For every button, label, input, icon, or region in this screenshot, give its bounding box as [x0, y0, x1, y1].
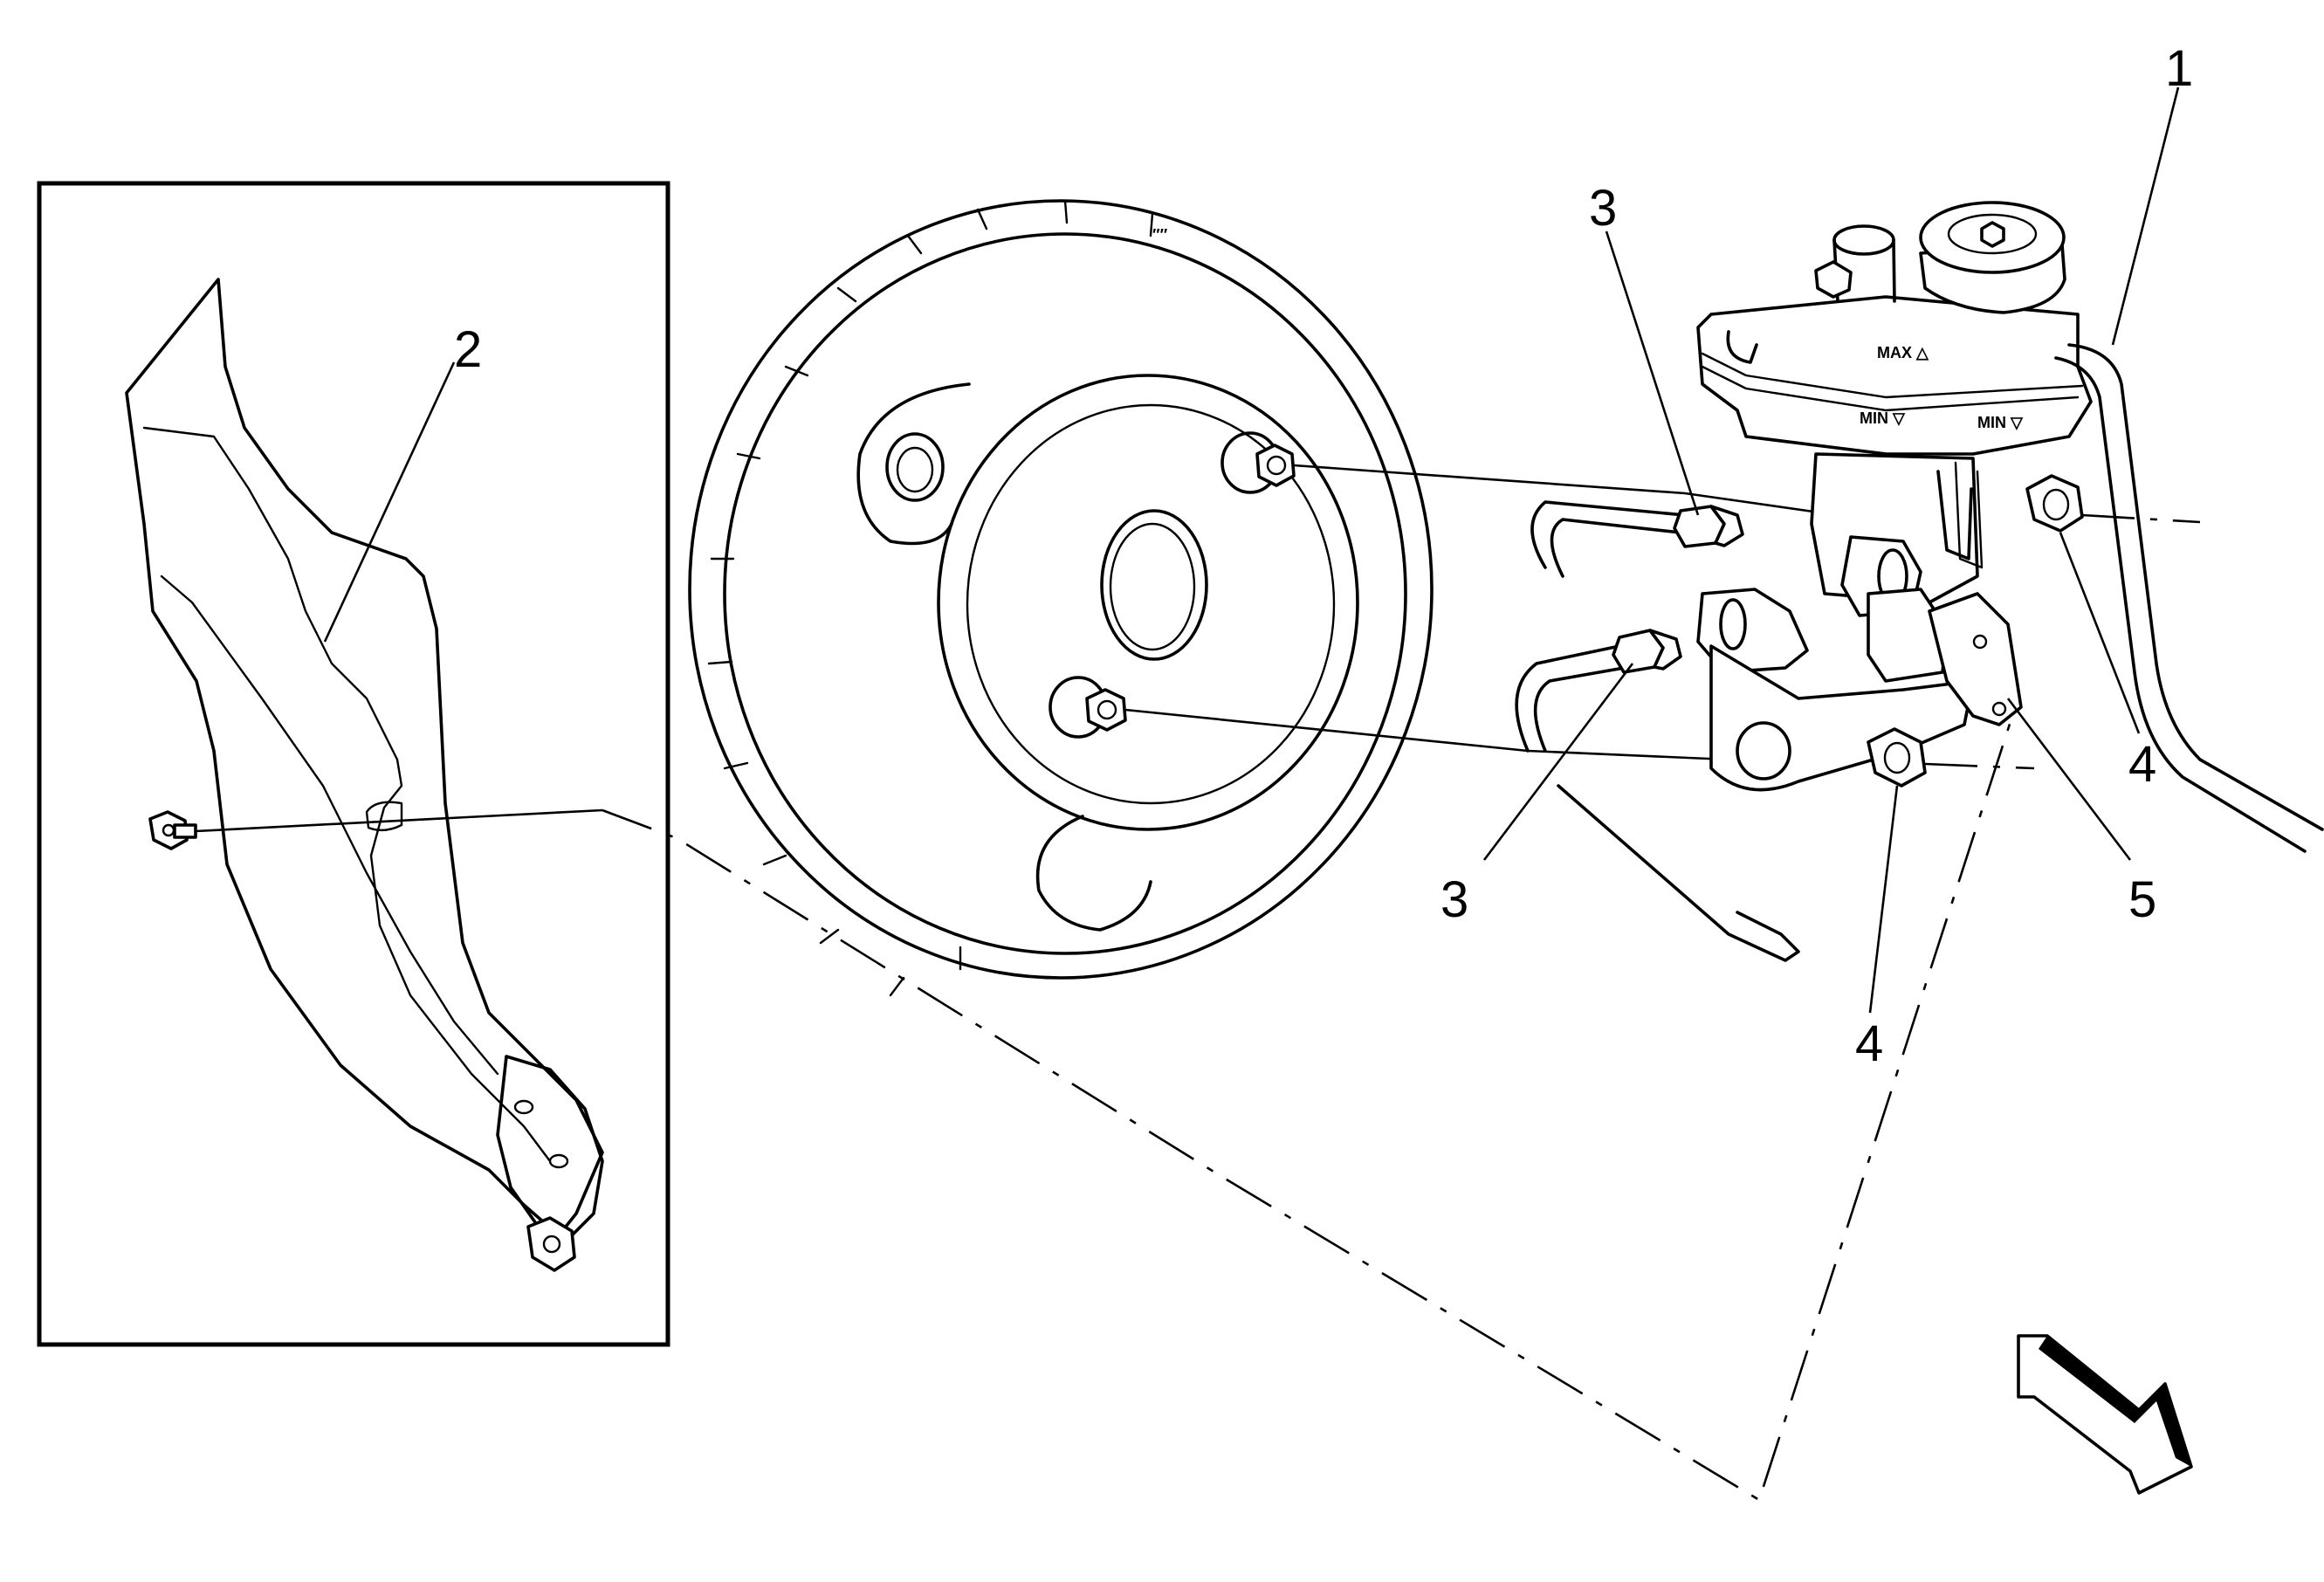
booster-rim-notches [707, 199, 1154, 997]
leader-4-lower [1868, 785, 1899, 1014]
brake-booster: ″″ [688, 199, 1434, 997]
bracket-5 [1928, 592, 2023, 726]
heat-shield-inner-edge [142, 426, 552, 1163]
reservoir-tab [1726, 330, 1758, 364]
leader-3-lower [1482, 663, 1634, 861]
callout-4-lower: 4 [1855, 1015, 1883, 1072]
leader-1 [2111, 86, 2180, 346]
tube-nut-upper [1673, 505, 1744, 548]
heat-shield-slot [365, 801, 403, 832]
brake-pipe-upper [1530, 500, 1744, 578]
leader-4-right [2059, 532, 2141, 734]
mark-max: MAX △ [1877, 344, 1929, 361]
vacuum-hose [2067, 343, 2324, 831]
booster-lobe-lower [1035, 815, 1152, 932]
reservoir-cap [1919, 201, 2066, 314]
bolt-leader [195, 808, 603, 833]
leader-2 [323, 361, 456, 643]
mark-min-right: MIN ▽ [1977, 414, 2024, 431]
callout-3-lower: 3 [1440, 871, 1468, 928]
view-direction-arrow-icon [2017, 1334, 2193, 1495]
nut-lower-centerline [1924, 762, 2035, 770]
booster-stud-upper [1220, 431, 1296, 494]
leader-3-upper [1605, 230, 1700, 516]
stud-upper-leader [1293, 464, 1869, 521]
reservoir-sensor [1814, 224, 1896, 303]
callout-5: 5 [2128, 871, 2156, 928]
assembly-line [602, 715, 2014, 1502]
leader-5 [2006, 698, 2132, 861]
callout-4-right: 4 [2128, 736, 2156, 793]
bracket-hole-lower [548, 1153, 569, 1169]
bracket-hole-upper [513, 1099, 534, 1115]
flange-hole [1736, 721, 1791, 781]
inset-frame [37, 181, 670, 1347]
heat-shield-fold [160, 574, 499, 1076]
bracket-nut [526, 1216, 576, 1272]
inset-detail [37, 181, 670, 1347]
stud-lower-leader [1124, 708, 1729, 761]
nut-right-centerline [2081, 513, 2201, 524]
callout-3-upper: 3 [1589, 180, 1617, 237]
nut-right [2025, 474, 2084, 533]
callout-1: 1 [2165, 40, 2193, 97]
shield-bolt [148, 810, 197, 850]
reservoir-body [1696, 295, 2093, 456]
callout-2: 2 [454, 321, 482, 378]
shield-bracket [496, 1055, 604, 1242]
booster-stud-lower [1049, 676, 1127, 739]
heat-shield [125, 278, 604, 1237]
tube-nut-lower [1612, 629, 1682, 674]
master-cylinder: MAX △ MIN ▽ MIN ▽ [1696, 201, 2093, 792]
nut-lower [1867, 727, 1927, 788]
booster-lobe-upper [856, 382, 971, 546]
mark-min-left: MIN ▽ [1860, 409, 1906, 427]
booster-top-mark: ″″ [1152, 226, 1168, 244]
outlet-boss-lower [1696, 588, 1809, 674]
brake-pipe-lower [1515, 629, 1800, 962]
